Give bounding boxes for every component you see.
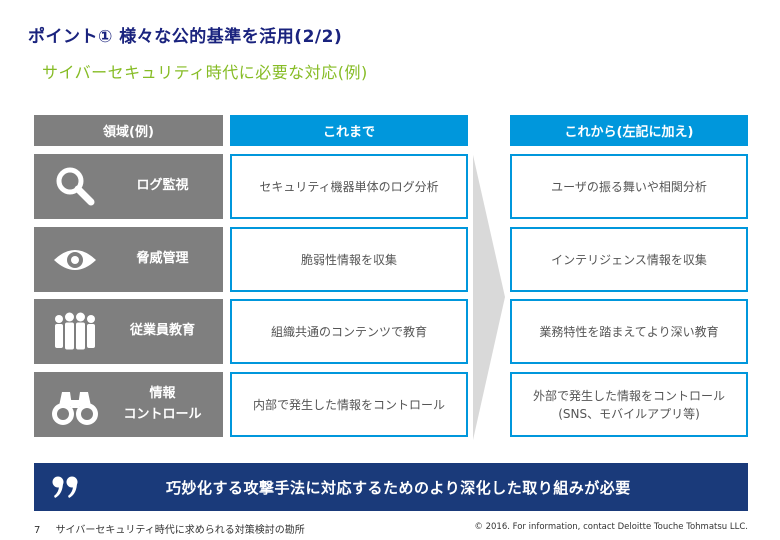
search-icon	[56, 167, 95, 206]
category-employee-education: 従業員教育	[34, 299, 223, 364]
category-label: ログ監視	[136, 178, 189, 194]
quote-icon	[52, 476, 78, 498]
document-title: サイバーセキュリティ時代に求められる対策検討の勘所	[55, 525, 305, 536]
banner-message: 巧妙化する攻撃手法に対応するためのより深化した取り組みが必要	[166, 478, 631, 497]
category-log-monitoring: ログ監視	[34, 154, 223, 219]
future-practice-threat-management: インテリジェンス情報を収集	[510, 227, 748, 292]
current-practice-employee-education: 組織共通のコンテンツで教育	[230, 299, 468, 364]
progression-arrow	[473, 155, 505, 440]
header-current: これまで	[230, 115, 468, 146]
page-title: ポイント① 様々な公的基準を活用(2/2)	[28, 27, 343, 47]
category-information-control: 情報 コントロール	[34, 372, 223, 437]
category-label: 情報 コントロール	[123, 386, 202, 422]
future-practice-employee-education: 業務特性を踏まえてより深い教育	[510, 299, 748, 364]
current-practice-log-monitoring: セキュリティ機器単体のログ分析	[230, 154, 468, 219]
people-icon	[55, 312, 95, 350]
current-practice-threat-management: 脆弱性情報を収集	[230, 227, 468, 292]
eye-icon	[54, 250, 96, 270]
page-number: 7	[34, 525, 41, 536]
future-practice-log-monitoring: ユーザの振る舞いや相関分析	[510, 154, 748, 219]
page-subtitle: サイバーセキュリティ時代に必要な対応(例)	[42, 63, 368, 82]
category-label: 従業員教育	[129, 323, 195, 339]
copyright-notice: © 2016. For information, contact Deloitt…	[474, 522, 748, 532]
key-message-banner: 巧妙化する攻撃手法に対応するためのより深化した取り組みが必要	[34, 463, 748, 511]
footer-document-info: 7 サイバーセキュリティ時代に求められる対策検討の勘所	[34, 521, 305, 536]
binoculars-icon	[52, 392, 98, 425]
header-category: 領域(例)	[34, 115, 223, 146]
header-future: これから(左記に加え)	[510, 115, 748, 146]
future-practice-information-control: 外部で発生した情報をコントロール (SNS、モバイルアプリ等)	[510, 372, 748, 437]
category-threat-management: 脅威管理	[34, 227, 223, 292]
current-practice-information-control: 内部で発生した情報をコントロール	[230, 372, 468, 437]
category-label: 脅威管理	[136, 251, 189, 267]
